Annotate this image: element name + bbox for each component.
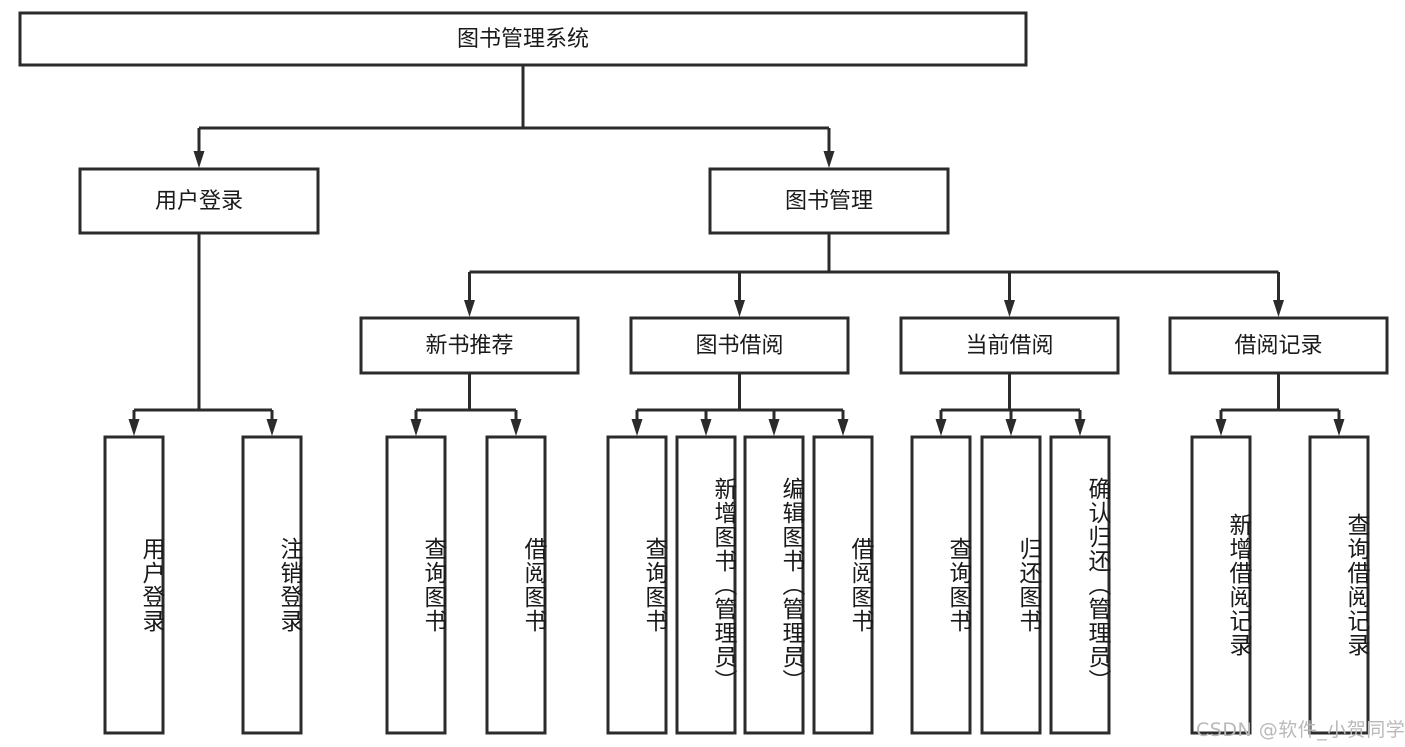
node-box-leaf-11 — [1190, 435, 1252, 735]
arrow-down-icon-leaf-8 — [935, 419, 947, 436]
node-box-leaf-3 — [485, 435, 547, 735]
node-rect-layer — [18, 11, 1389, 735]
node-label-level2-1: 图书管理 — [785, 189, 873, 214]
node-label-level3-3: 借阅记录 — [1234, 334, 1322, 359]
arrow-down-icon-leaf-10 — [1074, 419, 1086, 436]
node-box-leaf-7 — [812, 435, 874, 735]
arrow-down-icon-leaf-12 — [1333, 419, 1345, 436]
arrow-down-icon-leaf-3 — [510, 419, 522, 436]
node-box-leaf-2 — [385, 435, 447, 735]
node-label-level3-1: 图书借阅 — [695, 334, 783, 359]
arrow-down-icon-leaf-5 — [700, 419, 712, 436]
node-box-leaf-6 — [743, 435, 805, 735]
node-box-root — [18, 11, 1028, 67]
node-label-level3-2: 当前借阅 — [965, 334, 1053, 359]
csdn-watermark: CSDN @软件_小贺同学 — [1196, 719, 1405, 741]
node-label-level3-0: 新书推荐 — [425, 334, 513, 359]
arrow-down-icon-leaf-9 — [1005, 419, 1017, 436]
arrow-down-icon-level3-1 — [734, 300, 745, 317]
arrow-down-icon-level2-0 — [193, 151, 205, 168]
arrow-down-icon-leaf-4 — [631, 419, 643, 436]
arrow-down-icon-level3-3 — [1273, 300, 1284, 317]
arrow-down-icon-leaf-7 — [837, 419, 849, 436]
node-box-level3-2 — [899, 316, 1120, 375]
node-box-leaf-0 — [103, 435, 165, 735]
arrow-down-icon-leaf-6 — [768, 419, 780, 436]
node-box-level2-0 — [78, 167, 320, 235]
node-box-leaf-4 — [606, 435, 668, 735]
arrow-down-icon-level3-0 — [464, 300, 475, 317]
arrow-down-icon-leaf-0 — [128, 419, 140, 436]
arrow-down-icon-leaf-2 — [410, 419, 422, 436]
node-box-level2-1 — [708, 167, 950, 235]
node-box-level3-1 — [629, 316, 850, 375]
node-box-leaf-8 — [910, 435, 972, 735]
node-box-leaf-10 — [1049, 435, 1111, 735]
node-box-leaf-9 — [980, 435, 1042, 735]
node-box-level3-0 — [359, 316, 580, 375]
node-box-leaf-5 — [675, 435, 737, 735]
connector-layer — [128, 65, 1345, 436]
node-label-root: 图书管理系统 — [457, 27, 589, 52]
arrow-down-icon-level2-1 — [823, 151, 835, 168]
arrow-down-icon-leaf-1 — [266, 419, 278, 436]
arrow-down-icon-leaf-11 — [1215, 419, 1227, 436]
node-box-leaf-12 — [1308, 435, 1370, 735]
arrow-down-icon-level3-2 — [1004, 300, 1015, 317]
node-box-leaf-1 — [241, 435, 303, 735]
node-label-level2-0: 用户登录 — [155, 189, 243, 214]
node-box-level3-3 — [1168, 316, 1389, 375]
